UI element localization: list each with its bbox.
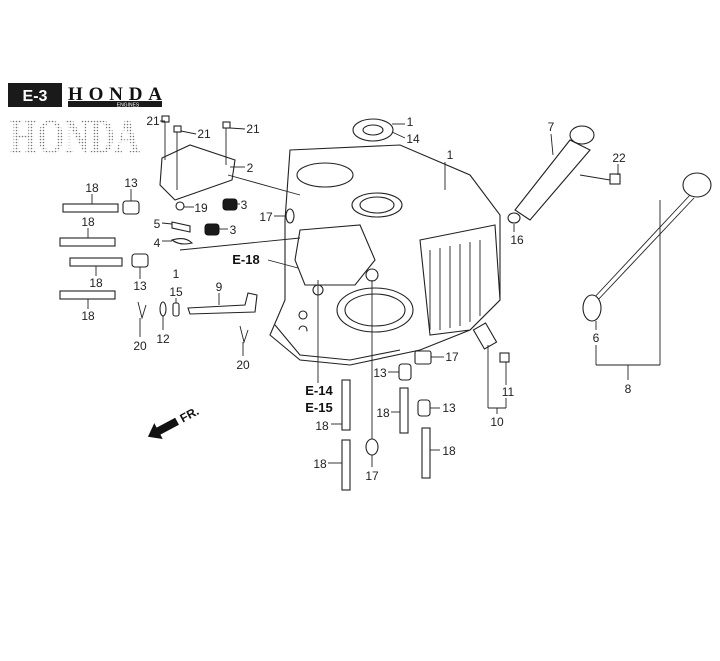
- callout-label: 18: [85, 181, 99, 195]
- callout-label: 21: [246, 122, 260, 136]
- brand-logo-text: HONDA: [68, 84, 162, 105]
- callout-label: 1: [173, 267, 180, 281]
- callout-label: 8: [625, 382, 632, 396]
- callout-label: 1: [407, 115, 414, 129]
- callout-label: 20: [236, 358, 250, 372]
- callout-label: 13: [133, 279, 147, 293]
- callout-label: 12: [156, 332, 170, 346]
- callout-label: 13: [124, 176, 138, 190]
- oil-seal: [352, 118, 394, 142]
- callout-label: 4: [154, 236, 161, 250]
- cover-plate: [159, 144, 236, 201]
- pipe: [187, 292, 258, 315]
- reference-e14[interactable]: E-14: [305, 383, 333, 398]
- callout-label: 21: [146, 114, 160, 128]
- reference-e15[interactable]: E-15: [305, 400, 332, 415]
- callout-label: 18: [89, 276, 103, 290]
- callout-label: 18: [313, 457, 327, 471]
- callout-label: 18: [442, 444, 456, 458]
- studs: [59, 203, 431, 491]
- callout-label: 3: [230, 223, 237, 237]
- callout-label: 10: [490, 415, 504, 429]
- callout-label: 5: [154, 217, 161, 231]
- callout-label: 13: [442, 401, 456, 415]
- callout-label: 22: [612, 151, 626, 165]
- callout-label: 17: [365, 469, 379, 483]
- honda-watermark: HONDA: [10, 108, 140, 164]
- callout-label: 18: [376, 406, 390, 420]
- rubber-mount: [222, 198, 238, 211]
- section-badge: E-3: [8, 83, 62, 107]
- leader-lines: [87, 120, 661, 467]
- callout-label: 18: [315, 419, 329, 433]
- callout-label: 7: [548, 120, 555, 134]
- dipstick: [591, 194, 691, 301]
- front-label: FR.: [178, 404, 202, 425]
- reference-e18[interactable]: E-18: [232, 252, 259, 267]
- callout-label: 1: [447, 148, 454, 162]
- section-code: E-3: [23, 88, 48, 105]
- callout-label: 3: [241, 198, 248, 212]
- callout-label: 2: [247, 161, 254, 175]
- callout-label: 9: [216, 280, 223, 294]
- rubber-mount: [204, 223, 220, 236]
- callout-label: 18: [81, 215, 95, 229]
- callout-label: 14: [406, 132, 420, 146]
- callout-label: 19: [194, 201, 208, 215]
- dipstick-seal: [582, 294, 602, 322]
- crankcase: [269, 144, 501, 366]
- callout-label: 17: [445, 350, 459, 364]
- callout-label: 17: [259, 210, 273, 224]
- oil-filler-tube: [514, 139, 591, 221]
- callout-label: 15: [169, 285, 183, 299]
- dowel-pins: [122, 200, 431, 417]
- callout-label: 13: [373, 366, 387, 380]
- brand-sub-text: ENGINES: [117, 103, 140, 109]
- front-direction-arrow: FR.: [147, 404, 202, 440]
- callout-label: 20: [133, 339, 147, 353]
- bolts-21: [161, 115, 231, 190]
- dipstick-cap: [682, 172, 712, 198]
- callout-label: 11: [502, 385, 515, 399]
- callout-label: 16: [510, 233, 524, 247]
- callout-label: 6: [593, 331, 600, 345]
- callout-label: 18: [81, 309, 95, 323]
- callout-label: 21: [197, 127, 211, 141]
- honda-engines-logo: HONDA ENGINES: [68, 84, 162, 109]
